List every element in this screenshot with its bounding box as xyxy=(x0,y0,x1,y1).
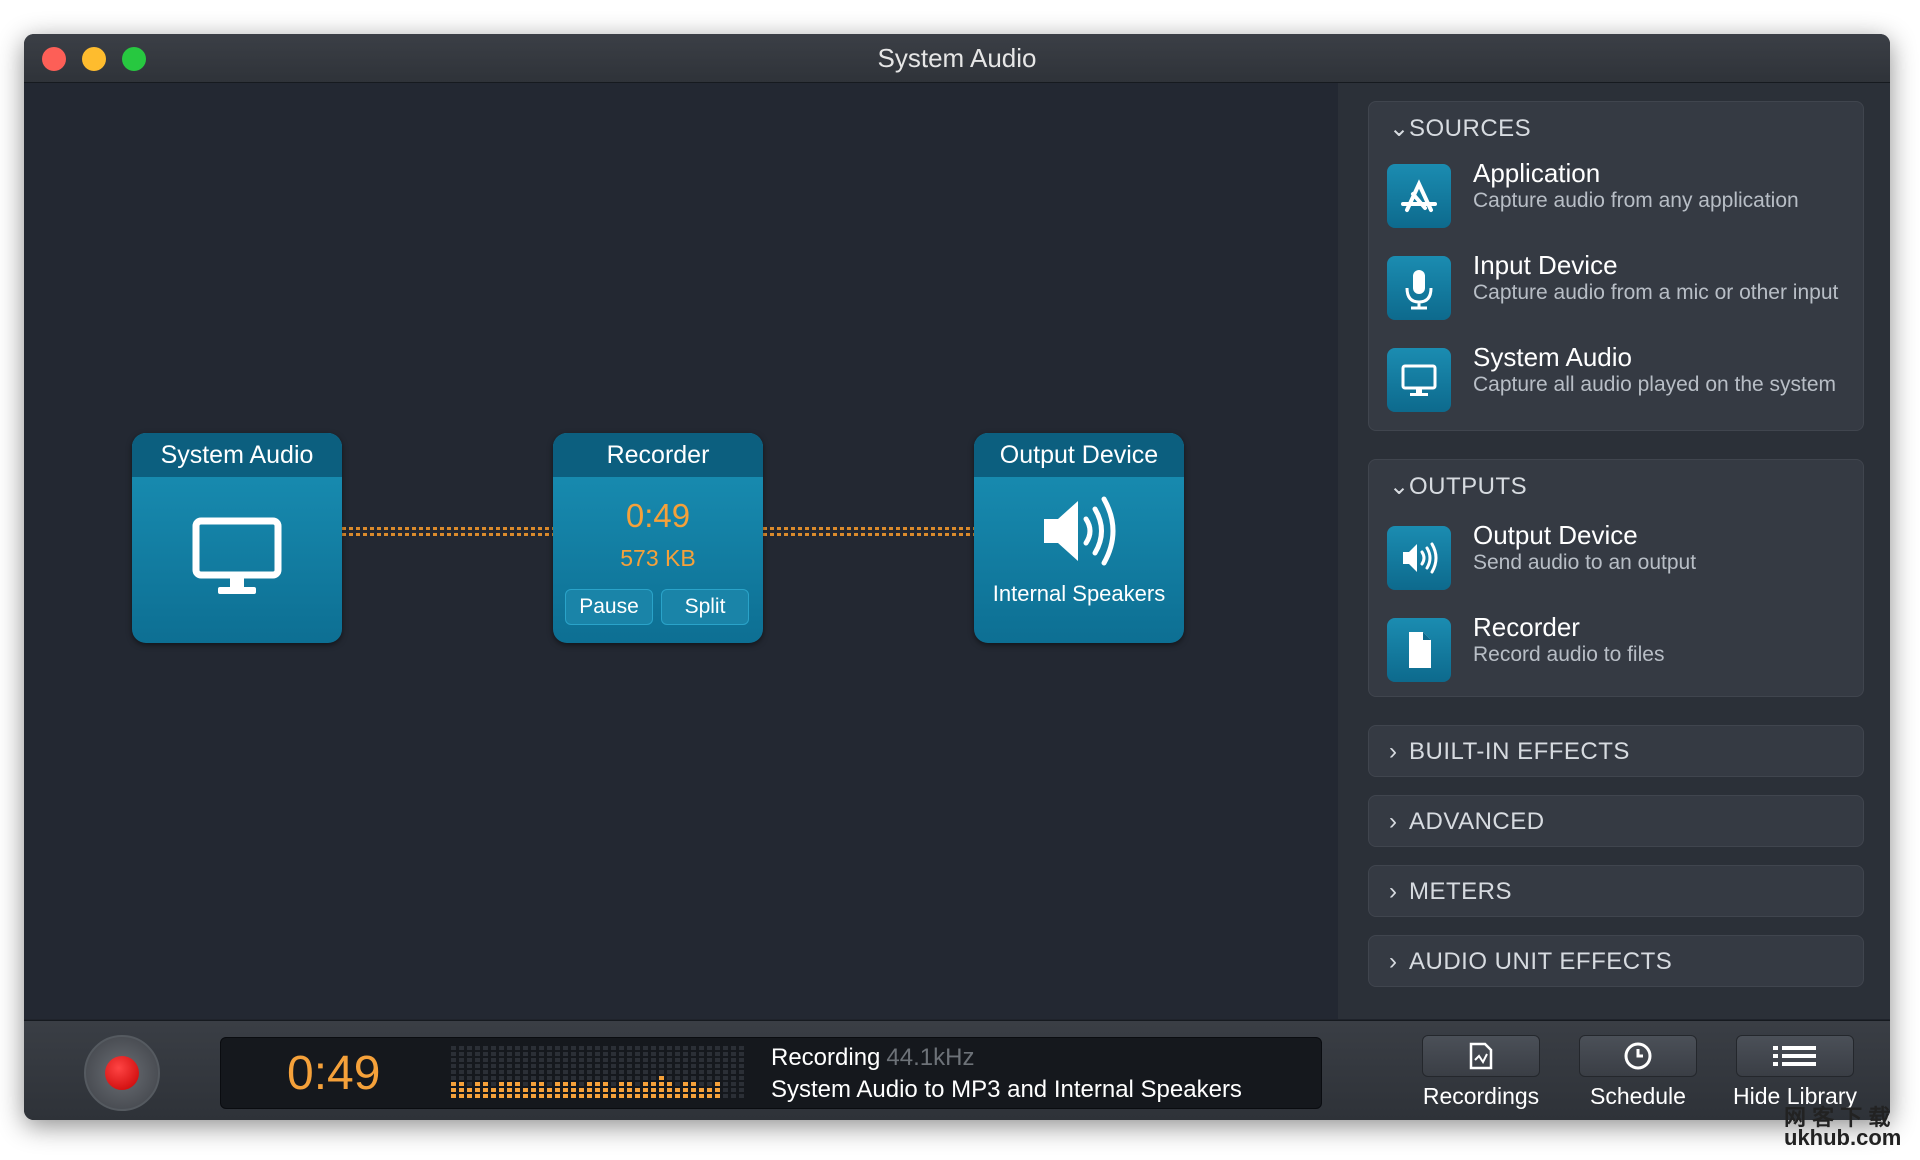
recordings-tool[interactable]: Recordings xyxy=(1422,1035,1540,1109)
chevron-right-icon: › xyxy=(1389,878,1398,905)
monitor-icon xyxy=(1387,348,1451,412)
schedule-tool[interactable]: Schedule xyxy=(1579,1035,1697,1109)
split-button[interactable]: Split xyxy=(661,589,749,625)
chevron-right-icon: › xyxy=(1389,808,1398,835)
recorder-file-size: 573 KB xyxy=(620,545,696,571)
recorder-node-title: Recorder xyxy=(553,433,763,477)
recording-status: Recording xyxy=(771,1044,881,1071)
level-meter xyxy=(451,1046,744,1098)
sample-rate: 44.1kHz xyxy=(886,1044,975,1071)
speaker-icon xyxy=(1044,496,1116,566)
audio-unit-effects-panel[interactable]: ›AUDIO UNIT EFFECTS xyxy=(1368,935,1864,987)
built-in-effects-panel[interactable]: ›BUILT-IN EFFECTS xyxy=(1368,725,1864,777)
chevron-down-icon: ⌄ xyxy=(1389,115,1410,142)
document-icon xyxy=(1387,618,1451,682)
outputs-panel: ⌄OUTPUTS Output Device Send audio to an … xyxy=(1368,459,1864,697)
source-item-system-audio[interactable]: System Audio Capture all audio played on… xyxy=(1387,342,1847,422)
hide-library-button[interactable] xyxy=(1736,1035,1854,1077)
list-icon xyxy=(1773,1046,1816,1066)
minimize-button[interactable] xyxy=(82,47,106,71)
output-node[interactable]: Output Device Internal Speakers xyxy=(974,433,1184,643)
app-window: System Audio System Audio Recorder 0:49 … xyxy=(24,34,1890,1120)
window-title: System Audio xyxy=(877,43,1037,73)
source-item-input-device[interactable]: Input Device Capture audio from a mic or… xyxy=(1387,250,1847,330)
recorder-node[interactable]: Recorder 0:49 573 KB Pause Split xyxy=(553,433,763,643)
zoom-button[interactable] xyxy=(122,47,146,71)
schedule-button[interactable] xyxy=(1579,1035,1697,1077)
advanced-panel[interactable]: ›ADVANCED xyxy=(1368,795,1864,847)
recorder-time: 0:49 xyxy=(625,497,691,534)
outputs-header[interactable]: ⌄OUTPUTS xyxy=(1389,473,1528,500)
elapsed-time: 0:49 xyxy=(287,1047,381,1100)
title-bar: System Audio xyxy=(24,34,1890,83)
pause-button[interactable]: Pause xyxy=(565,589,653,625)
clock-icon xyxy=(1624,1042,1652,1070)
speaker-icon xyxy=(1387,526,1451,590)
source-node[interactable]: System Audio xyxy=(132,433,342,643)
recordings-icon xyxy=(1469,1042,1493,1070)
chevron-right-icon: › xyxy=(1389,738,1398,765)
record-button[interactable] xyxy=(84,1035,160,1111)
library-sidebar: ⌄SOURCES Application Capture audio from … xyxy=(1338,83,1890,1019)
sources-header[interactable]: ⌄SOURCES xyxy=(1389,115,1532,142)
source-item-application[interactable]: Application Capture audio from any appli… xyxy=(1387,158,1847,238)
output-device-name: Internal Speakers xyxy=(992,581,1166,606)
source-node-title: System Audio xyxy=(132,433,342,477)
audio-cable xyxy=(763,525,974,541)
chevron-down-icon: ⌄ xyxy=(1389,473,1410,500)
meters-panel[interactable]: ›METERS xyxy=(1368,865,1864,917)
close-button[interactable] xyxy=(42,47,66,71)
hide-library-tool[interactable]: Hide Library xyxy=(1733,1035,1857,1109)
microphone-icon xyxy=(1387,256,1451,320)
output-node-title: Output Device xyxy=(974,433,1184,477)
monitor-icon xyxy=(192,517,282,594)
sources-panel: ⌄SOURCES Application Capture audio from … xyxy=(1368,101,1864,431)
chevron-right-icon: › xyxy=(1389,948,1398,975)
app-store-icon xyxy=(1387,164,1451,228)
pipeline-canvas: System Audio Recorder 0:49 573 KB Pause … xyxy=(24,83,1338,1019)
output-item-recorder[interactable]: Recorder Record audio to files xyxy=(1387,612,1847,692)
audio-cable xyxy=(342,525,553,541)
output-item-output-device[interactable]: Output Device Send audio to an output xyxy=(1387,520,1847,600)
recordings-button[interactable] xyxy=(1422,1035,1540,1077)
record-icon xyxy=(105,1056,139,1090)
recording-destination: System Audio to MP3 and Internal Speaker… xyxy=(771,1076,1242,1103)
